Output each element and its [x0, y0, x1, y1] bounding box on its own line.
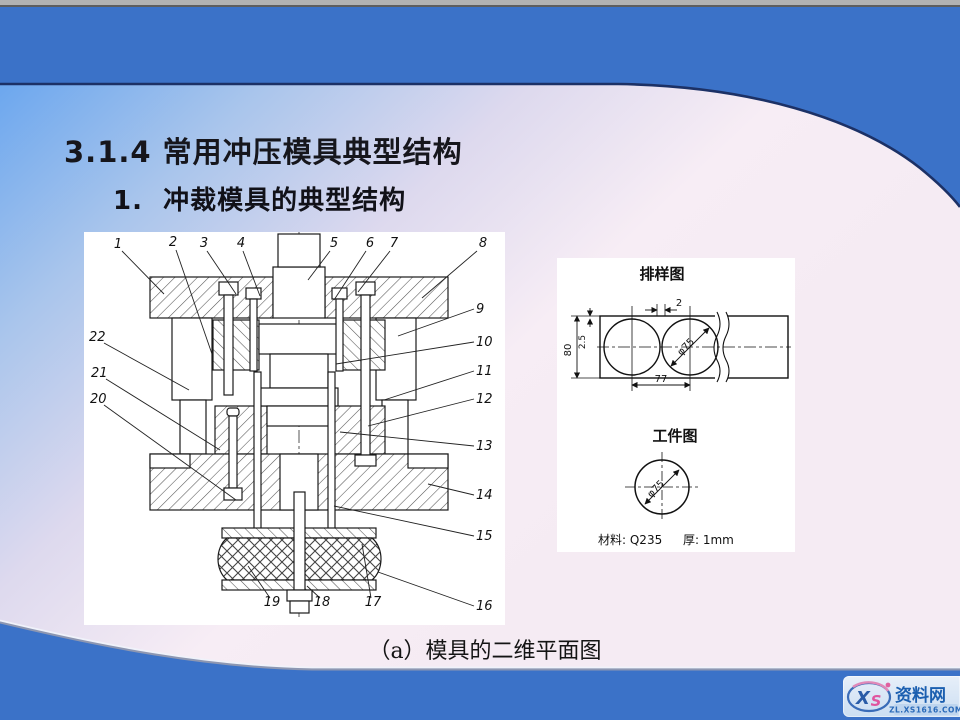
- leader-line: [397, 308, 475, 337]
- leader-line: [377, 571, 475, 607]
- workpiece-diameter-dim: φ75: [646, 479, 667, 500]
- watermark-badge: X S 资料网 ZL.XS1616.COM: [843, 676, 960, 717]
- figure-caption: （a）模具的二维平面图: [368, 639, 602, 664]
- part-label-15: 15: [476, 529, 493, 544]
- part-label-6: 6: [366, 236, 374, 251]
- logo-ellipse-pink-arc: [852, 681, 890, 692]
- part-label-21: 21: [91, 366, 108, 381]
- leader-line: [421, 250, 478, 299]
- leader-line: [339, 431, 475, 447]
- part-label-10: 10: [476, 335, 493, 350]
- part-label-3: 3: [200, 236, 208, 251]
- strip-layout-drawing: [571, 304, 791, 391]
- leader-line: [206, 250, 237, 295]
- page-subtitle: 1. 冲裁模具的典型结构: [113, 186, 407, 216]
- workpiece-title: 工件图: [652, 427, 697, 445]
- leader-line: [361, 543, 372, 599]
- top-gray-strip: [0, 0, 960, 6]
- part-label-12: 12: [476, 392, 493, 407]
- strip-gap-dim: 2: [676, 298, 682, 309]
- logo-dot: [885, 682, 891, 688]
- part-label-16: 16: [476, 599, 493, 614]
- strip-margin-dim: 2.5: [578, 335, 588, 349]
- part-label-17: 17: [365, 595, 382, 610]
- strip-layout-title: 排样图: [639, 265, 684, 283]
- leader-line: [306, 585, 321, 599]
- sheet-bottom-edge-shadow: [0, 620, 960, 671]
- part-label-5: 5: [330, 236, 338, 251]
- leader-line: [335, 341, 475, 365]
- strip-and-workpiece-drawing: 排样图: [563, 265, 791, 547]
- leader-line: [307, 250, 331, 281]
- part-label-1: 1: [114, 237, 122, 252]
- material-label: 材料: Q235: [598, 533, 662, 547]
- part-label-4: 4: [237, 236, 245, 251]
- part-label-19: 19: [264, 595, 281, 610]
- leader-line: [357, 250, 391, 293]
- part-label-9: 9: [476, 302, 484, 317]
- leader-line: [383, 370, 475, 401]
- logo-letter-x: X: [855, 688, 871, 709]
- top-gray-line: [0, 5, 960, 7]
- leader-line: [242, 250, 261, 297]
- part-label-11: 11: [476, 364, 493, 379]
- part-label-7: 7: [390, 236, 399, 251]
- leader-line: [105, 378, 221, 451]
- watermark-site-url: ZL.XS1616.COM: [889, 706, 960, 715]
- spec-panel: 排样图: [557, 258, 795, 552]
- sheet-top-edge: [0, 82, 960, 208]
- leader-line: [103, 404, 237, 501]
- page-title: 3.1.4 常用冲压模具典型结构: [64, 135, 463, 169]
- die-geometry: [149, 232, 449, 617]
- leader-line: [333, 505, 475, 537]
- logo-letter-s: S: [871, 692, 882, 710]
- strip-width-dim: 80: [563, 344, 574, 357]
- part-label-13: 13: [476, 439, 493, 454]
- watermark-logo: X S 资料网 ZL.XS1616.COM: [846, 681, 960, 715]
- watermark-url-bar: [894, 704, 958, 715]
- strip-pitch-dim: 77: [655, 374, 668, 385]
- part-label-2: 2: [169, 235, 177, 250]
- watermark-site-name: 资料网: [895, 685, 946, 706]
- leader-line: [427, 483, 475, 496]
- leader-line: [121, 250, 165, 295]
- leader-line: [333, 250, 367, 301]
- thickness-label: 厚: 1mm: [683, 533, 734, 547]
- leader-line: [247, 565, 271, 599]
- leader-line: [175, 249, 213, 355]
- part-label-18: 18: [314, 595, 331, 610]
- leader-line: [367, 398, 475, 427]
- part-label-8: 8: [479, 236, 487, 251]
- workpiece-drawing: [625, 452, 699, 522]
- leader-line: [103, 342, 190, 391]
- part-label-20: 20: [90, 392, 107, 407]
- strip-diameter-dim: φ75: [676, 337, 697, 358]
- sheet-bottom-edge-highlight: [0, 619, 960, 669]
- part-label-22: 22: [89, 330, 106, 345]
- part-label-14: 14: [476, 488, 493, 503]
